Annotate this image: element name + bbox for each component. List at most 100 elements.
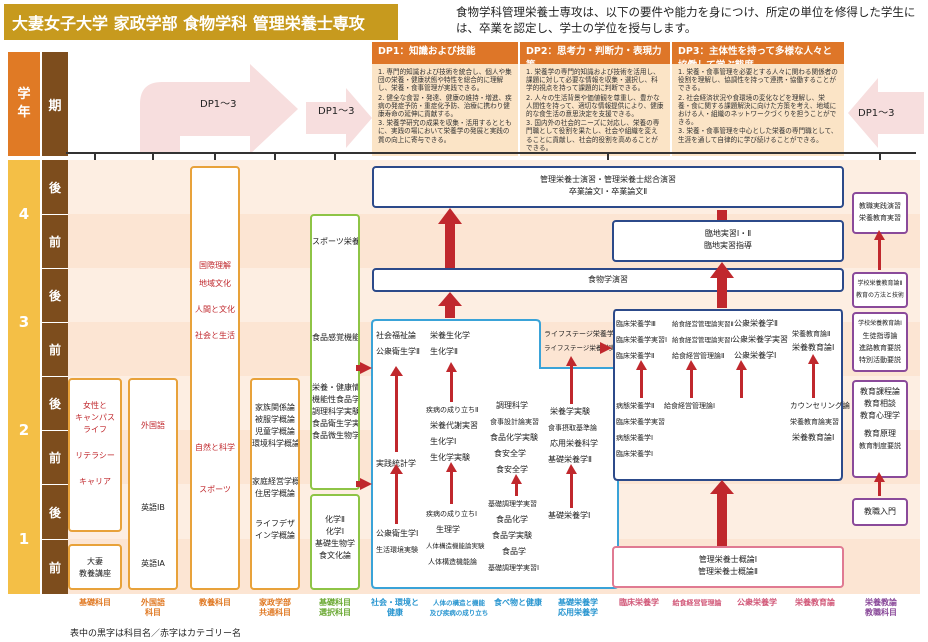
- basic-category-box: 女性とキャンパスライフ リテラシー キャリア: [68, 378, 122, 532]
- edu-s4: 栄養教育論実習: [790, 418, 839, 426]
- meal-s3: 給食経営管理論Ⅱ: [672, 352, 725, 360]
- dp3-header: DP3：主体性を持って多様な人々と協働して学ぶ態度: [672, 42, 844, 64]
- edu-s2: 栄養教育論Ⅰ: [792, 343, 835, 352]
- bottom-label-basicnut: 基礎栄養学応用栄養学: [558, 598, 598, 617]
- food-s9: 食品学: [502, 547, 526, 556]
- dp-flow-arrow-right: [848, 78, 924, 148]
- dp2-header: DP2：思考力・判断力・表現力等: [520, 42, 670, 64]
- clinic-s3: 臨床栄養学Ⅱ: [616, 352, 655, 360]
- basic-subject-box: 大妻教養講座: [68, 544, 122, 590]
- dp-label-left: DP1〜3: [200, 99, 237, 110]
- body-s4: 栄養代謝実習: [430, 421, 478, 430]
- year-1: 1: [8, 484, 40, 594]
- dp-flow-arrow-mid: [306, 88, 372, 148]
- elective-upper-box: スポーツ栄養論 食品感覚機能論 栄養・健康情報論 機能性食品学 調理科学実験 食…: [310, 214, 360, 490]
- society-s1: 社会福祉論: [376, 331, 416, 340]
- public-s2: 公衆栄養学実習: [732, 335, 788, 344]
- bottom-label-basic: 基礎科目: [79, 598, 111, 607]
- axis-term-header: 期: [42, 52, 68, 156]
- home-economics-common-box: 家族関係論 被服学概論 児童学概論 環境科学概論 家庭経営学概論 住居学概論 ラ…: [250, 378, 300, 590]
- bottom-label-food: 食べ物と健康: [494, 598, 542, 607]
- food-s7: 食品化学: [496, 515, 528, 524]
- foreign-language-box: 外国語 英語ⅠB 英語ⅠA: [128, 378, 178, 590]
- basicnut-s4: 食事摂取基準論: [548, 424, 597, 432]
- bottom-label-clinic: 臨床栄養学: [619, 598, 659, 607]
- dp-label-right: DP1〜3: [858, 108, 895, 119]
- food-seminar-box: 食物学演習: [372, 268, 844, 292]
- basicnut-s5: 応用栄養科学: [550, 439, 598, 448]
- term-3-early: 前: [42, 322, 68, 376]
- dp1-header: DP1：知識および技能: [372, 42, 518, 64]
- teacher-box-2: 教育課程論教育相談教育心理学教育原理教育制度要説: [852, 380, 908, 478]
- body-s10: 人体構造機能論: [428, 558, 477, 566]
- edu-s5: 栄養教育論Ⅰ: [792, 433, 835, 442]
- society-s2: 公衆衛生学Ⅱ: [376, 347, 420, 356]
- bottom-label-society: 社会・環境と健康: [371, 598, 419, 617]
- term-1-early: 前: [42, 539, 68, 594]
- clinic-s7: 臨床栄養学Ⅰ: [616, 450, 654, 458]
- food-s8: 食品学実験: [492, 531, 532, 540]
- dp-flow-arrow-left: [140, 64, 298, 154]
- body-s6: 生化学実験: [430, 453, 470, 462]
- food-s4: 食安全学: [494, 449, 526, 458]
- term-2-early: 前: [42, 430, 68, 484]
- bottom-label-teacher: 栄養教論教職科目: [865, 598, 897, 617]
- clinic-s5: 臨床栄養学実習: [616, 418, 665, 426]
- term-4-late: 後: [42, 160, 68, 214]
- clinic-s1: 臨床栄養学Ⅲ: [616, 320, 656, 328]
- society-s3: 実践統計学: [376, 459, 416, 468]
- bottom-label-public: 公衆栄養学: [737, 598, 777, 607]
- dp2-body: 1. 栄養学の専門的知識および技術を活用し、課題に対して必要な情報を収集・選択し…: [520, 64, 670, 156]
- body-s2: 生化学Ⅱ: [430, 347, 458, 356]
- food-s5: 食安全学: [496, 465, 528, 474]
- thesis-box: 管理栄養士演習・管理栄養士総合演習卒業論文Ⅰ・卒業論文Ⅱ: [372, 166, 844, 208]
- page-title: 大妻女子大学 家政学部 食物学科 管理栄養士専攻: [4, 4, 398, 40]
- food-s3: 食品化学実験: [490, 433, 538, 442]
- dp-label-mid: DP1〜3: [318, 106, 355, 117]
- edu-s3: カウンセリング論: [790, 401, 850, 410]
- clinic-s2: 臨床栄養学実習Ⅰ: [616, 336, 668, 344]
- term-1-late: 後: [42, 484, 68, 539]
- liberal-arts-box: 国際理解 地域文化 人間と文化 社会と生活 自然と科学 スポーツ: [190, 166, 240, 590]
- teacher-box-1: 教職入門: [852, 498, 908, 526]
- clinic-s4: 病態栄養学Ⅱ: [616, 402, 655, 410]
- year-2: 2: [8, 376, 40, 484]
- bracket-line: [66, 152, 916, 160]
- advanced-block: [613, 309, 843, 481]
- basicnut-s1: ライフステージ栄養学: [544, 330, 614, 338]
- basicnut-s6: 基礎栄養学Ⅱ: [548, 455, 592, 464]
- food-s10: 基礎調理学実習Ⅰ: [488, 564, 540, 572]
- bottom-label-meal: 給食経営管理論: [672, 599, 722, 607]
- meal-s2: 給食経営管理論実習Ⅰ: [672, 336, 733, 344]
- intro-text: 食物学科管理栄養士専攻は、以下の要件や能力を身につけ、所定の単位を修得した学生に…: [456, 5, 916, 35]
- bottom-label-edu: 栄養教育論: [795, 598, 835, 607]
- body-s3: 疾病の成り立ちⅡ: [426, 406, 479, 414]
- edu-s1: 栄養教育論Ⅱ: [792, 330, 831, 338]
- year-3: 3: [8, 268, 40, 376]
- body-s1: 栄養生化学: [430, 331, 470, 340]
- meal-s1: 給食経営管理論実習Ⅱ: [672, 320, 734, 328]
- axis-year-header: 学年: [8, 52, 40, 156]
- term-3-late: 後: [42, 268, 68, 322]
- bottom-label-common: 家政学部共通科目: [259, 598, 291, 617]
- term-4-early: 前: [42, 214, 68, 268]
- bottom-label-body: 人体の構造と機能及び疾病の成り立ち: [429, 599, 489, 617]
- public-s1: 公衆栄養学Ⅱ: [734, 319, 778, 328]
- body-s5: 生化学Ⅰ: [430, 437, 457, 446]
- basicnut-s2: ライフステージ栄養学実習: [544, 344, 622, 352]
- food-s6: 基礎調理学実習: [488, 500, 537, 508]
- bottom-label-elective: 基礎科目選択科目: [319, 598, 351, 617]
- public-s3: 公衆栄養学Ⅰ: [734, 351, 777, 360]
- body-s8: 生理学: [436, 525, 460, 534]
- clinic-s6: 病態栄養学Ⅰ: [616, 434, 654, 442]
- basicnut-s3: 栄養学実験: [550, 407, 590, 416]
- food-s1: 調理科学: [496, 401, 528, 410]
- meal-s4: 給食経営管理論Ⅰ: [664, 402, 716, 410]
- society-s5: 生活環境実験: [376, 546, 418, 554]
- dp1-body: 1. 専門的知識および技術を統合し、個人や集団の栄養・健康状態や特性を総合的に理…: [372, 64, 518, 156]
